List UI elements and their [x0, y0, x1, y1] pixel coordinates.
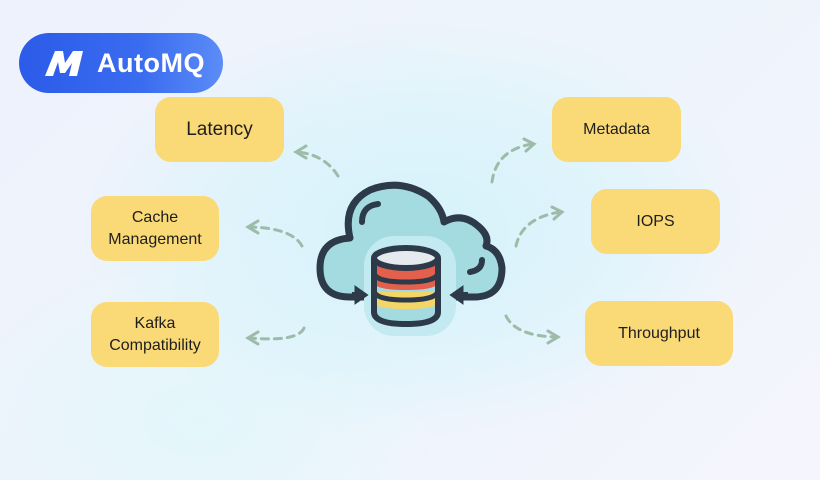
node-cache-management: Cache Management — [91, 196, 219, 261]
dashed-curved-arrow-icon — [245, 326, 306, 346]
dashed-curved-arrow-icon — [514, 205, 565, 248]
database-icon — [371, 245, 441, 328]
dashed-curved-arrow-icon — [245, 219, 304, 248]
node-label-line1: Kafka — [134, 314, 176, 332]
dashed-curved-arrow-icon — [293, 144, 340, 178]
node-label: IOPS — [636, 212, 675, 230]
node-kafka-compatibility: Kafka Compatibility — [91, 302, 219, 367]
node-label-line2: Compatibility — [109, 336, 201, 354]
automq-m-logo-icon — [45, 51, 83, 76]
node-metadata: Metadata — [552, 97, 681, 162]
brand-logo: AutoMQ — [19, 33, 223, 93]
node-label-line1: Cache — [131, 208, 179, 226]
node-latency: Latency — [155, 97, 284, 162]
dashed-curved-arrow-icon — [490, 137, 537, 184]
node-label-line2: Management — [108, 230, 202, 248]
node-label: Throughput — [618, 324, 700, 342]
node-label: Latency — [186, 118, 253, 140]
node-iops: IOPS — [591, 189, 720, 254]
cloud-database-icon — [316, 181, 506, 336]
brand-name: AutoMQ — [97, 47, 205, 78]
node-throughput: Throughput — [585, 301, 733, 366]
dashed-curved-arrow-icon — [504, 314, 561, 345]
node-label: Metadata — [583, 120, 650, 138]
